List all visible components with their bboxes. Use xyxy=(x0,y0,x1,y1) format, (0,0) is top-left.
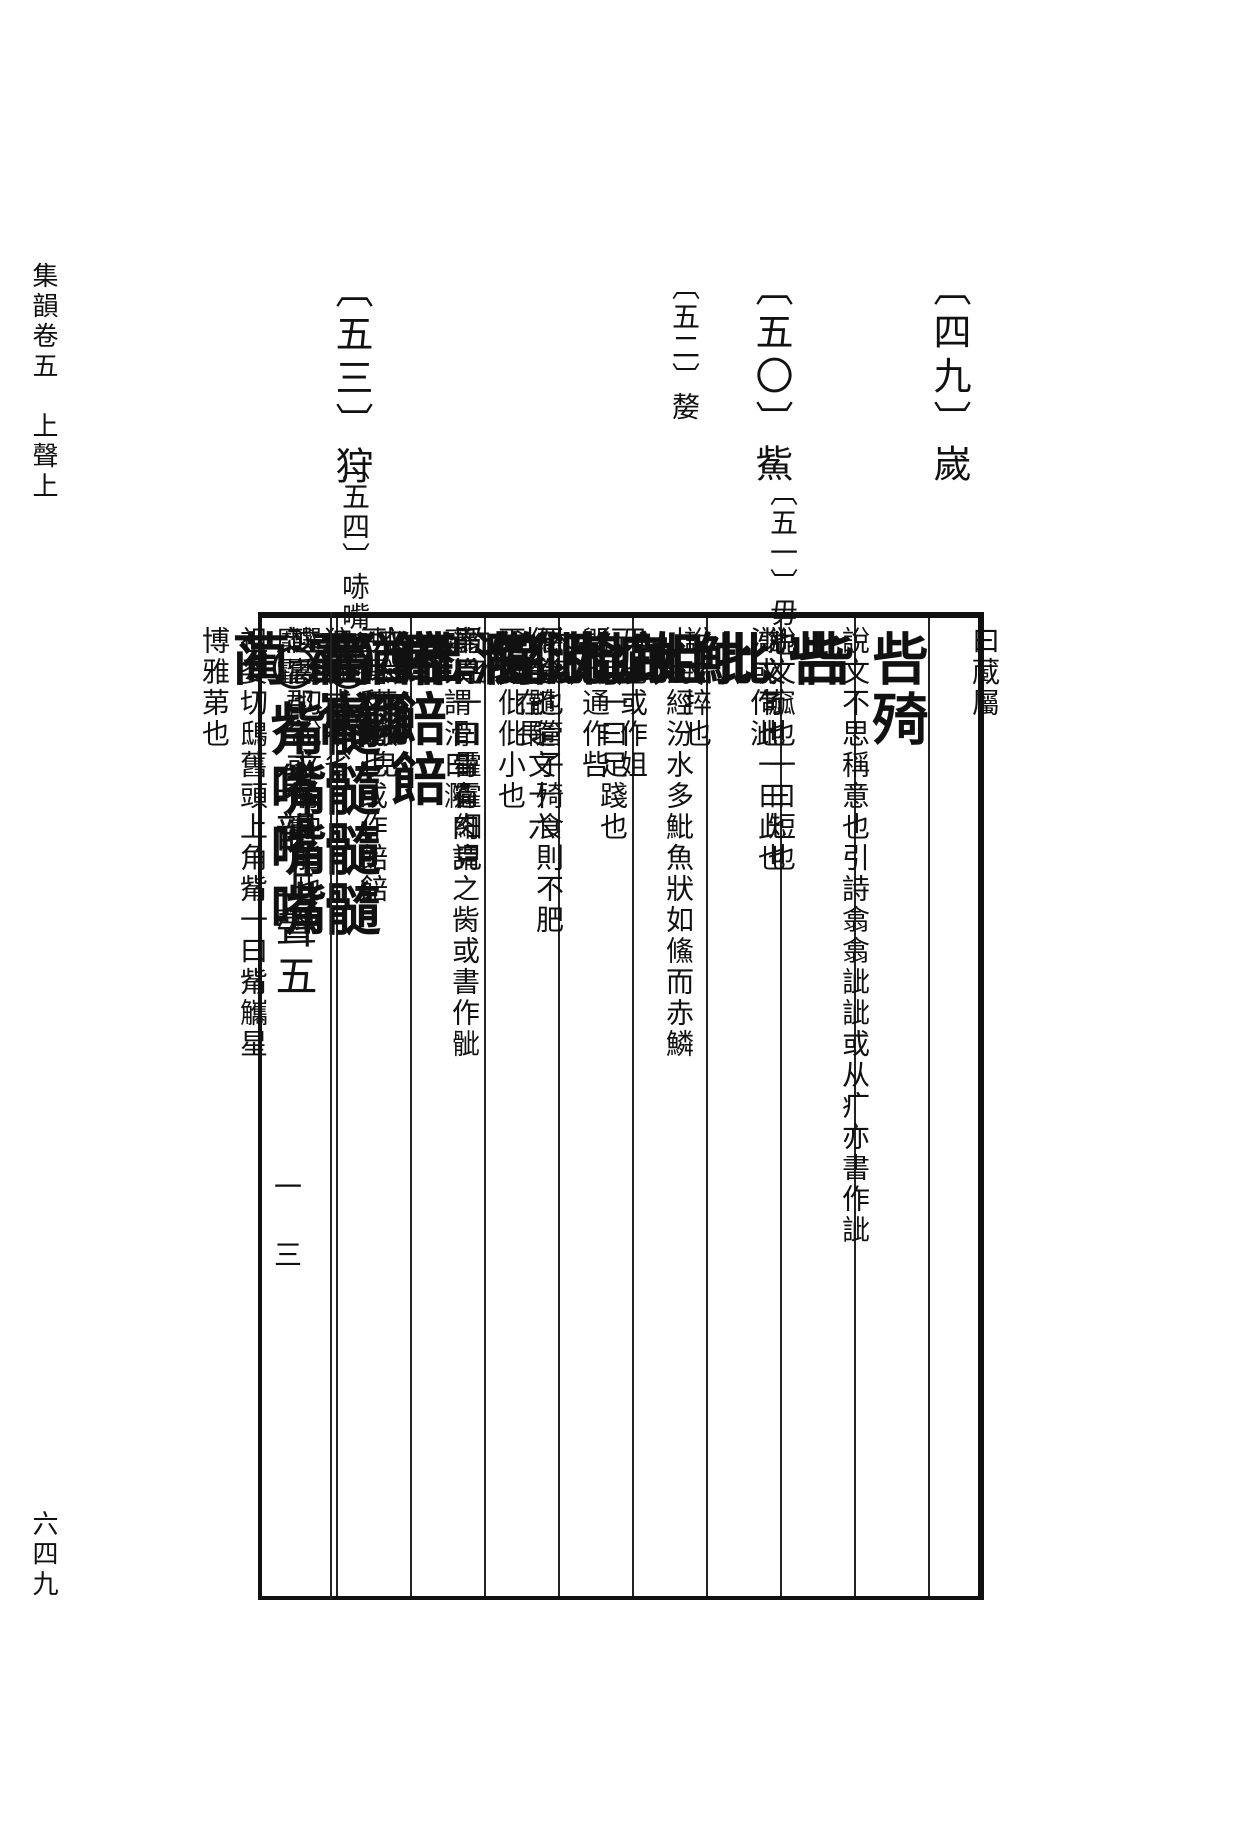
gloss: 越巂郡名或作巂 xyxy=(282,626,315,843)
gloss: 木名 xyxy=(542,626,575,688)
headword: 疵 xyxy=(603,630,669,690)
collation-note: 〔五〇〕鮆 xyxy=(749,268,793,488)
text-column: 呰㱦 說文不思稱意也引詩翕翕訿訿或从疒亦書作訿 呰 說文苛也一曰此也 xyxy=(754,626,929,1246)
gloss: 爾雅仳仳小也 xyxy=(494,626,527,812)
gloss: 鳥胃一曰骨有肉謂之胔或書作骴 xyxy=(448,626,481,1060)
collation-note: 〔五三〕狩 xyxy=(329,270,373,490)
gloss: 博雅苐也 xyxy=(198,626,231,750)
headword: 泚 xyxy=(537,630,603,690)
headword: 呰 xyxy=(779,630,845,690)
gloss: 行皃一曰足踐也 xyxy=(596,626,629,843)
gloss: 祖委切鴟舊頭上角觜一曰觜觿星 xyxy=(236,626,269,1060)
headword: 胔 xyxy=(473,630,539,690)
gloss: 山海經汾水多魮魚狀如鯈而赤鱗 xyxy=(662,626,695,1060)
collation-note: 〔五四〕哧嘴觽 xyxy=(338,452,371,662)
headword: 批 xyxy=(705,630,771,690)
gloss: 水名在長 xyxy=(512,626,545,750)
headword: 瀡 xyxy=(465,630,531,690)
gloss: 作髓髓隨文十六 xyxy=(524,626,557,843)
text-column: 曰蔵屬 xyxy=(928,626,1001,719)
headword: 袦 xyxy=(399,630,465,690)
gloss: 毋也或作姐 xyxy=(616,626,649,781)
collation-note: 〔五二〕嫠 xyxy=(668,272,701,422)
gloss: 惡食也管子㱦食則不肥 xyxy=(532,626,565,936)
headword: 魮 xyxy=(687,630,753,690)
headword: 枇 xyxy=(567,630,633,690)
text-column: 作髓髓隨文十六 瀡 齊人謂滑曰瀡 餢餢餢 豆屑和飴也或作餢餢 靃 靡靃 xyxy=(272,626,557,905)
headword: 呰㱦 xyxy=(863,630,929,750)
headword: ○髓髓髓髓 xyxy=(315,630,381,940)
gloss: 靡靃 xyxy=(272,626,305,688)
gloss: 豆屑和飴也或作餢餢 xyxy=(356,626,389,905)
gloss: 毀也通作呰 xyxy=(578,626,611,781)
running-head: 集韻卷五 上聲上 xyxy=(28,262,58,502)
gloss: 狩豚或不省 xyxy=(320,626,353,781)
headword: ○觜嘴嘴嘴 xyxy=(261,630,327,940)
text-column: 弱皃一曰靃靃細皃 蘼 艸木花敷皃 巂巂 越巂郡名或作巂 蔺 博雅苐也 xyxy=(198,626,483,874)
gloss: 弱皃一曰靃靃細皃 xyxy=(450,626,483,874)
headword: 餢餢餢 xyxy=(381,630,447,810)
gloss: 齊人謂滑曰瀡 xyxy=(440,626,473,812)
gloss: 說文不思稱意也引詩翕翕訿訿或从疒亦書作訿 xyxy=(838,626,871,1246)
column-text: 曰蔵屬 xyxy=(968,626,1001,719)
gloss: 說文捽也 xyxy=(680,626,713,750)
text-column: 枇 木名 笓 竹名 袦 衣縫 ○髓髓髓髓 選委切說文骨中脂也或 xyxy=(290,626,633,944)
gloss: 衣縫 xyxy=(374,626,407,688)
block-title: 集韻上聲五 xyxy=(269,762,318,1002)
gloss: 選委切說文骨中脂也或 xyxy=(290,626,323,936)
headword: 仳 xyxy=(519,630,585,690)
headword: 笓 xyxy=(483,630,549,690)
folio-number: 一 三 xyxy=(270,1172,303,1274)
headword: 猶獮 xyxy=(345,630,411,750)
headword: 呰 xyxy=(789,630,855,690)
text-column: 姐 毋也或作姐 㱦 惡食也管子㱦食則不肥 胔 鳥胃一曰骨有肉謂之胔或書作骴 xyxy=(448,626,707,1060)
text-column: 沙或作泚 魮 山海經汾水多魮魚狀如鯈而赤鱗 疵 毀也通作呰 仳 爾雅仳仳小也 xyxy=(494,626,779,1060)
gloss: 艸木花敷皃 xyxy=(366,626,399,781)
fold-column: 集韻上聲五 一 三 xyxy=(258,612,332,1600)
gloss: 說文窳也一曰短也 xyxy=(764,626,797,874)
text-column: 猶獮 狩豚或不省 ○觜嘴嘴嘴 祖委切鴟舊頭上角觜一曰觜觿星 xyxy=(236,626,411,1060)
gloss: 竹名 xyxy=(458,626,491,688)
headword: 㱦 xyxy=(557,630,623,690)
headword: 蘼 xyxy=(391,630,457,690)
collation-note: 〔五一〕毋也 xyxy=(766,478,799,658)
headword: 蔺 xyxy=(223,630,289,690)
headword: 跐 xyxy=(621,630,687,690)
page-number: 六四九 xyxy=(28,1510,58,1600)
collation-note: 〔四九〕嵗 xyxy=(927,268,971,488)
headword: 姐 xyxy=(641,630,707,690)
headword: 巂巂 xyxy=(307,630,373,750)
text-column: 呰 說文窳也一曰短也 批 說文捽也 跐 行皃一曰足踐也 泚 水名在長 xyxy=(512,626,855,874)
printed-page-frame: 曰蔵屬 呰㱦 說文不思稱意也引詩翕翕訿訿或从疒亦書作訿 呰 說文苛也一曰此也 呰… xyxy=(198,612,1001,1600)
gloss: 沙或作泚 xyxy=(746,626,779,750)
gloss: 說文苛也一曰此也 xyxy=(754,626,787,874)
